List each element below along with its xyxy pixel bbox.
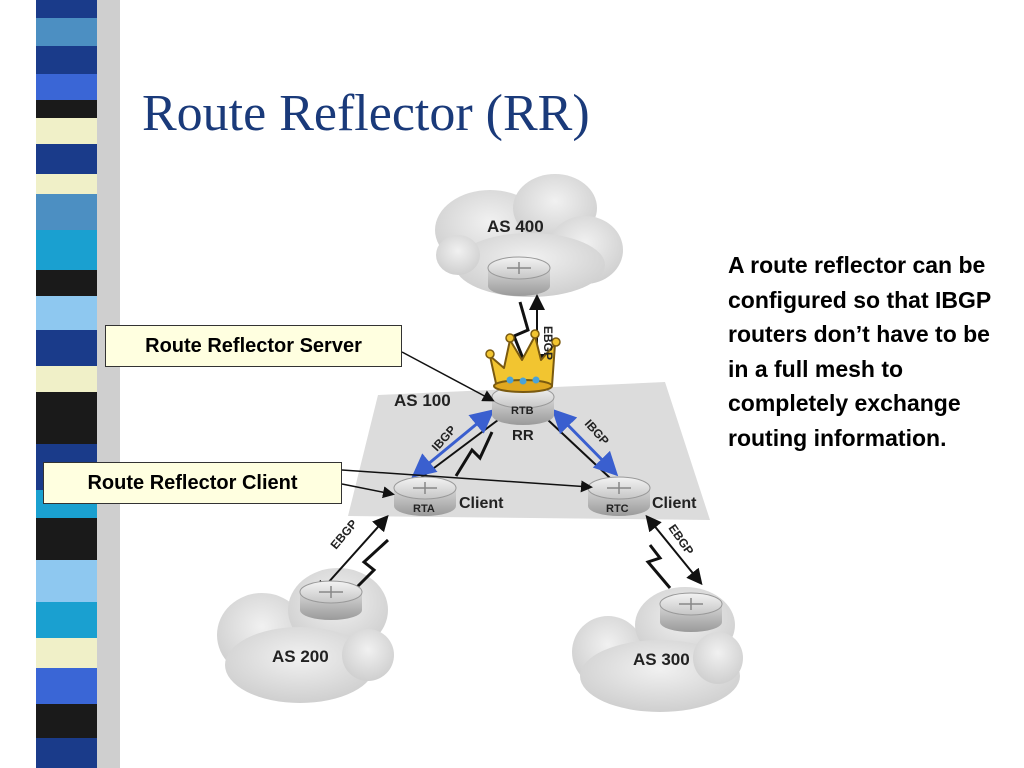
slide-title: Route Reflector (RR): [142, 85, 590, 142]
serial-link-rtb-rta-rtc: [454, 431, 494, 477]
ebgp-right-arrow: [645, 514, 703, 586]
as200-label: AS 200: [272, 647, 329, 666]
ibgp-right-arrow: [551, 408, 619, 477]
router-as400: [487, 256, 551, 296]
crown-icon: [485, 329, 561, 393]
description-text: A route reflector can be configured so t…: [728, 252, 991, 451]
router-rta: [393, 476, 457, 516]
as400-label: AS 400: [487, 217, 544, 236]
rta-label: RTA: [413, 503, 435, 515]
router-as200: [299, 580, 363, 620]
ebgp-left-label: EBGP: [328, 517, 361, 552]
route-reflector-server-label: Route Reflector Server: [145, 334, 362, 357]
route-reflector-client-callout: Route Reflector Client: [43, 462, 342, 504]
callout-client-pointer-rtc: [341, 469, 593, 493]
route-reflector-client-label: Route Reflector Client: [87, 471, 298, 494]
rr-label: RR: [512, 427, 534, 444]
serial-link-right: [645, 544, 672, 589]
rtc-label: RTC: [606, 503, 629, 515]
ebgp-right-label: EBGP: [666, 522, 697, 558]
as300-label: AS 300: [633, 650, 690, 669]
serial-link-top: [512, 301, 530, 367]
route-reflector-server-callout: Route Reflector Server: [105, 325, 402, 367]
ibgp-left-arrow: [411, 409, 495, 478]
callout-client-pointer-rta: [341, 483, 395, 499]
ebgp-top-label: EBGP: [541, 326, 555, 360]
callout-server-pointer: [401, 351, 495, 402]
rtb-label: RTB: [511, 405, 534, 417]
client-a-label: Client: [459, 495, 504, 512]
decorative-stripe: [0, 0, 120, 768]
as100-label: AS 100: [394, 391, 451, 410]
client-c-label: Client: [652, 495, 697, 512]
router-as300: [659, 592, 723, 632]
